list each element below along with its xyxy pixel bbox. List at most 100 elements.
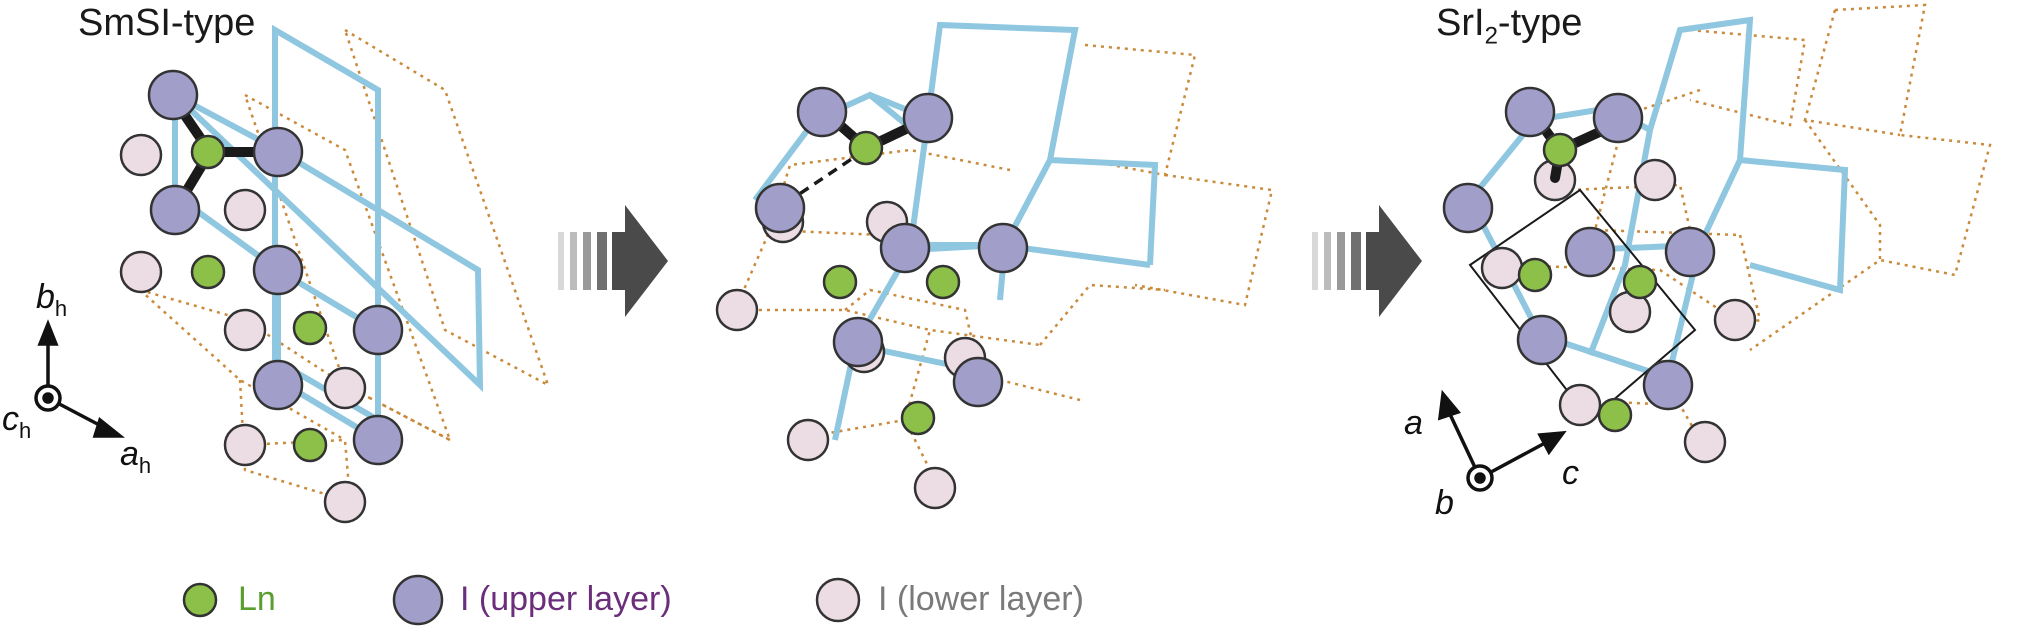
right-orange-line-5: [1593, 88, 1741, 237]
axis-b-subscript: h: [54, 295, 68, 321]
right-orange-line-1: [1834, 3, 1992, 277]
sri2-type-title: SrI2-type: [1436, 2, 1582, 51]
mid-blue-line-2: [922, 21, 1159, 266]
atom-ln: [900, 400, 936, 436]
atom-ln-bonded: [190, 134, 226, 170]
atom-lower-i: [786, 418, 830, 462]
transition-arrow-1: [558, 205, 668, 317]
atom-ln: [1622, 264, 1658, 300]
mid-orange-line-1: [735, 308, 1041, 347]
axis-a-arrowhead: [1437, 389, 1461, 421]
atom-lower-i: [1558, 383, 1602, 427]
atom-ln: [1517, 257, 1553, 293]
atom-upper-i: [252, 126, 304, 178]
axis-label-ch: ch: [2, 400, 31, 444]
axis-c-letter: c: [2, 400, 19, 438]
atom-upper-i: [1664, 226, 1716, 278]
axis-label-b: b: [1435, 484, 1454, 522]
atom-upper-i: [754, 182, 806, 234]
axis-label-bh: bh: [36, 278, 67, 322]
axis-label-c: c: [1562, 454, 1579, 492]
axis-a-arrowhead: [92, 417, 125, 438]
atom-upper-i: [1516, 314, 1568, 366]
axis-a-letter: a: [120, 435, 139, 473]
atom-upper-i: [952, 356, 1004, 408]
arrow-stripe: [558, 232, 564, 290]
sri2-title-suffix: -type: [1497, 2, 1583, 44]
atom-upper-i: [796, 86, 848, 138]
left-upper-atoms: [147, 69, 404, 466]
mid-orange-frame-1: [1084, 43, 1197, 177]
middle-upper-atoms: [754, 86, 1029, 408]
atom-lower-i: [223, 188, 267, 232]
mid-orange-line-3: [844, 288, 1081, 402]
atom-upper-i: [1564, 226, 1616, 278]
atom-upper-i: [1642, 359, 1694, 411]
mid-orange-line-7: [1039, 283, 1166, 346]
legend-ln-marker: [182, 582, 218, 618]
atom-lower-i: [1633, 158, 1677, 202]
left-lower-atoms: [119, 133, 367, 524]
smsi-type-title: SmSI-type: [78, 2, 256, 44]
left-blue-plane-front: [272, 24, 381, 426]
atom-upper-i: [352, 414, 404, 466]
legend-upper-label: I (upper layer): [460, 580, 672, 618]
atom-ln: [1597, 397, 1633, 433]
atom-lower-i: [913, 466, 957, 510]
atom-upper-i: [1504, 86, 1556, 138]
sri2-title-subscript: 2: [1484, 22, 1498, 50]
right-ln-atoms: [1517, 257, 1658, 433]
arrow-stripe: [1337, 232, 1345, 290]
atom-ln-bonded: [848, 130, 884, 166]
atom-lower-i: [1480, 246, 1524, 290]
sri2-title-main: SrI: [1436, 2, 1485, 44]
arrow-stripe: [597, 232, 607, 290]
legend-ln-label: Ln: [238, 580, 276, 618]
atom-upper-i: [352, 304, 404, 356]
arrow-stripe: [570, 232, 577, 290]
atom-upper-i: [1442, 182, 1494, 234]
left-blue-frame-diag: [172, 92, 484, 393]
right-lower-atoms: [1480, 158, 1757, 464]
atom-ln: [822, 264, 858, 300]
atom-ln-bonded: [1542, 132, 1578, 168]
arrow-stripe: [1351, 232, 1361, 290]
left-ln-atoms: [190, 254, 328, 463]
atom-lower-i: [119, 133, 163, 177]
atom-upper-i: [252, 359, 304, 411]
legend-lower-label: I (lower layer): [878, 580, 1084, 618]
atom-lower-i: [119, 250, 163, 294]
axis-c-arrowhead: [1537, 430, 1567, 456]
atom-lower-i: [323, 480, 367, 524]
unit-cell-outline: [1468, 188, 1697, 422]
arrow-stripe: [583, 232, 591, 290]
atom-upper-i: [902, 92, 954, 144]
legend-lower-marker: [815, 577, 861, 623]
atom-upper-i: [977, 222, 1029, 274]
atom-upper-i: [832, 316, 884, 368]
axis-b-arrowhead: [37, 319, 59, 346]
axis-b-letter: b: [36, 278, 55, 316]
legend-upper-marker: [392, 574, 444, 626]
right-upper-atoms: [1442, 86, 1716, 411]
axis-a-subscript: h: [138, 452, 152, 478]
atom-lower-i: [223, 308, 267, 352]
atom-ln: [925, 264, 961, 300]
atom-lower-i: [1683, 420, 1727, 464]
atom-ln: [292, 427, 328, 463]
atom-ln: [190, 254, 226, 290]
arrow-head: [612, 205, 668, 317]
right-orange-line-2: [1803, 9, 1901, 137]
atom-upper-i: [252, 244, 304, 296]
mid-orange-line-2: [733, 228, 881, 311]
atom-upper-i: [149, 184, 201, 236]
atom-upper-i: [147, 69, 199, 121]
middle-ln-atoms: [822, 264, 961, 436]
atom-ln: [292, 310, 328, 346]
right-orange-line-4: [1749, 119, 1882, 352]
left-orange-line-2: [238, 379, 346, 502]
atom-lower-i: [715, 288, 759, 332]
arrow-stripe: [1324, 232, 1331, 290]
